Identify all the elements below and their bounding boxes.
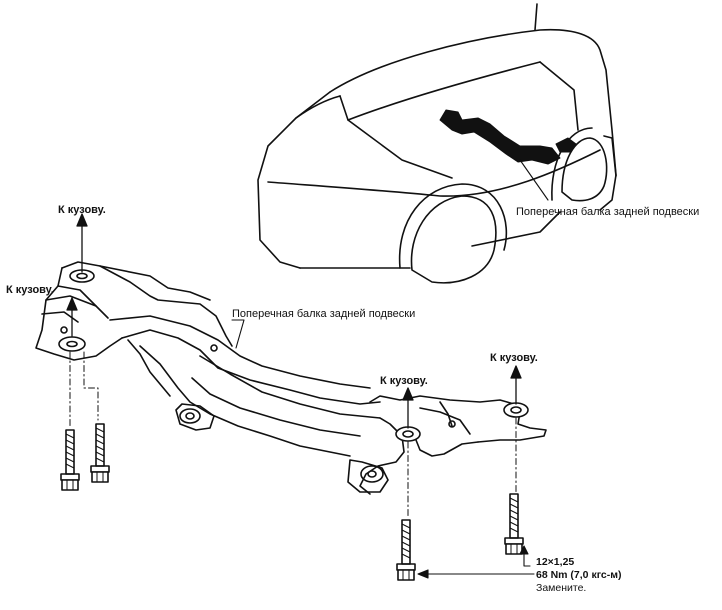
rear-subframe bbox=[35, 261, 547, 495]
bolt-left-1 bbox=[60, 429, 80, 491]
bolt-replace-note: Замените. bbox=[536, 582, 587, 594]
bolt-right bbox=[504, 493, 524, 555]
bolt-mid bbox=[396, 519, 416, 581]
mount-boss-right bbox=[503, 402, 529, 418]
bolt-spec: 12×1,25 68 Nm (7,0 кгс-м) Замените. bbox=[536, 556, 622, 595]
label-to-body-mid: К кузову. bbox=[380, 375, 428, 387]
mount-boss-mid bbox=[395, 426, 421, 442]
car-outline bbox=[257, 3, 617, 284]
beam-callout-car: Поперечная балка задней подвески bbox=[516, 206, 700, 218]
label-to-body-left: К кузову. bbox=[6, 284, 54, 296]
mount-boss-left bbox=[58, 336, 86, 352]
to-body-arrows bbox=[66, 213, 522, 429]
label-to-body-right: К кузову. bbox=[490, 352, 538, 364]
install-lines bbox=[69, 351, 517, 519]
beam-callout-main: Поперечная балка задней подвески bbox=[232, 308, 416, 320]
bolt-torque: 68 Nm (7,0 кгс-м) bbox=[536, 569, 622, 581]
label-to-body-top-left: К кузову. bbox=[58, 204, 106, 216]
bolt-thread-size: 12×1,25 bbox=[536, 556, 575, 568]
beam-callout-leader bbox=[231, 319, 245, 349]
bolt-left-2 bbox=[90, 423, 110, 483]
spec-leaders bbox=[417, 545, 535, 579]
